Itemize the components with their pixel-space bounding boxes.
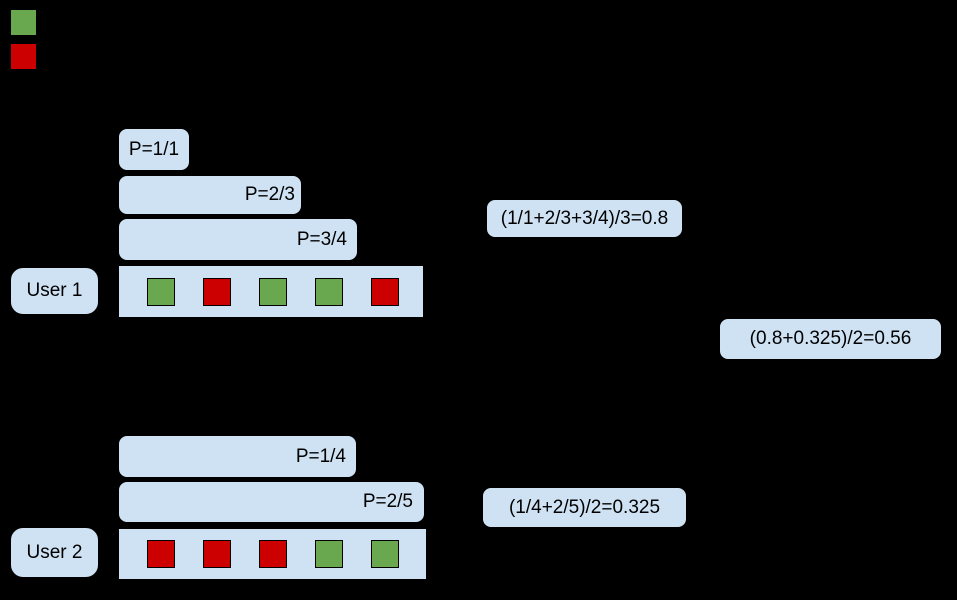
precision-label: P=1/1 xyxy=(128,138,180,160)
item-square-relevant xyxy=(315,540,343,568)
legend-relevant-swatch xyxy=(10,9,37,36)
user2-average-precision-formula: (1/4+2/5)/2=0.325 xyxy=(482,487,687,528)
legend-non-relevant-swatch xyxy=(10,43,37,70)
precision-bar-user1-p3: P=3/4 xyxy=(118,218,358,261)
precision-bar-user1-p1: P=1/1 xyxy=(118,128,190,171)
user1-results-row xyxy=(118,265,424,318)
item-square-relevant xyxy=(259,277,287,306)
user1-average-precision-formula: (1/1+2/3+3/4)/3=0.8 xyxy=(486,199,683,238)
item-square-non-relevant xyxy=(203,277,231,306)
item-square-non-relevant xyxy=(259,540,287,568)
user1-label-box: User 1 xyxy=(10,267,99,315)
item-square-relevant xyxy=(371,540,399,568)
precision-label: P=2/5 xyxy=(362,491,413,512)
precision-bar-user2-p2: P=2/5 xyxy=(118,481,425,523)
item-square-non-relevant xyxy=(147,540,175,568)
precision-bar-user1-p2: P=2/3 xyxy=(118,175,302,215)
precision-label: P=2/3 xyxy=(244,184,295,205)
item-square-non-relevant xyxy=(203,540,231,568)
mean-average-precision-formula: (0.8+0.325)/2=0.56 xyxy=(719,318,942,360)
precision-label: P=3/4 xyxy=(296,228,347,250)
user2-results-row xyxy=(118,528,427,580)
precision-label: P=1/4 xyxy=(295,445,346,467)
precision-bar-user2-p1: P=1/4 xyxy=(118,435,357,478)
item-square-non-relevant xyxy=(371,277,399,306)
item-square-relevant xyxy=(147,277,175,306)
user2-label-box: User 2 xyxy=(10,527,99,578)
item-square-relevant xyxy=(315,277,343,306)
